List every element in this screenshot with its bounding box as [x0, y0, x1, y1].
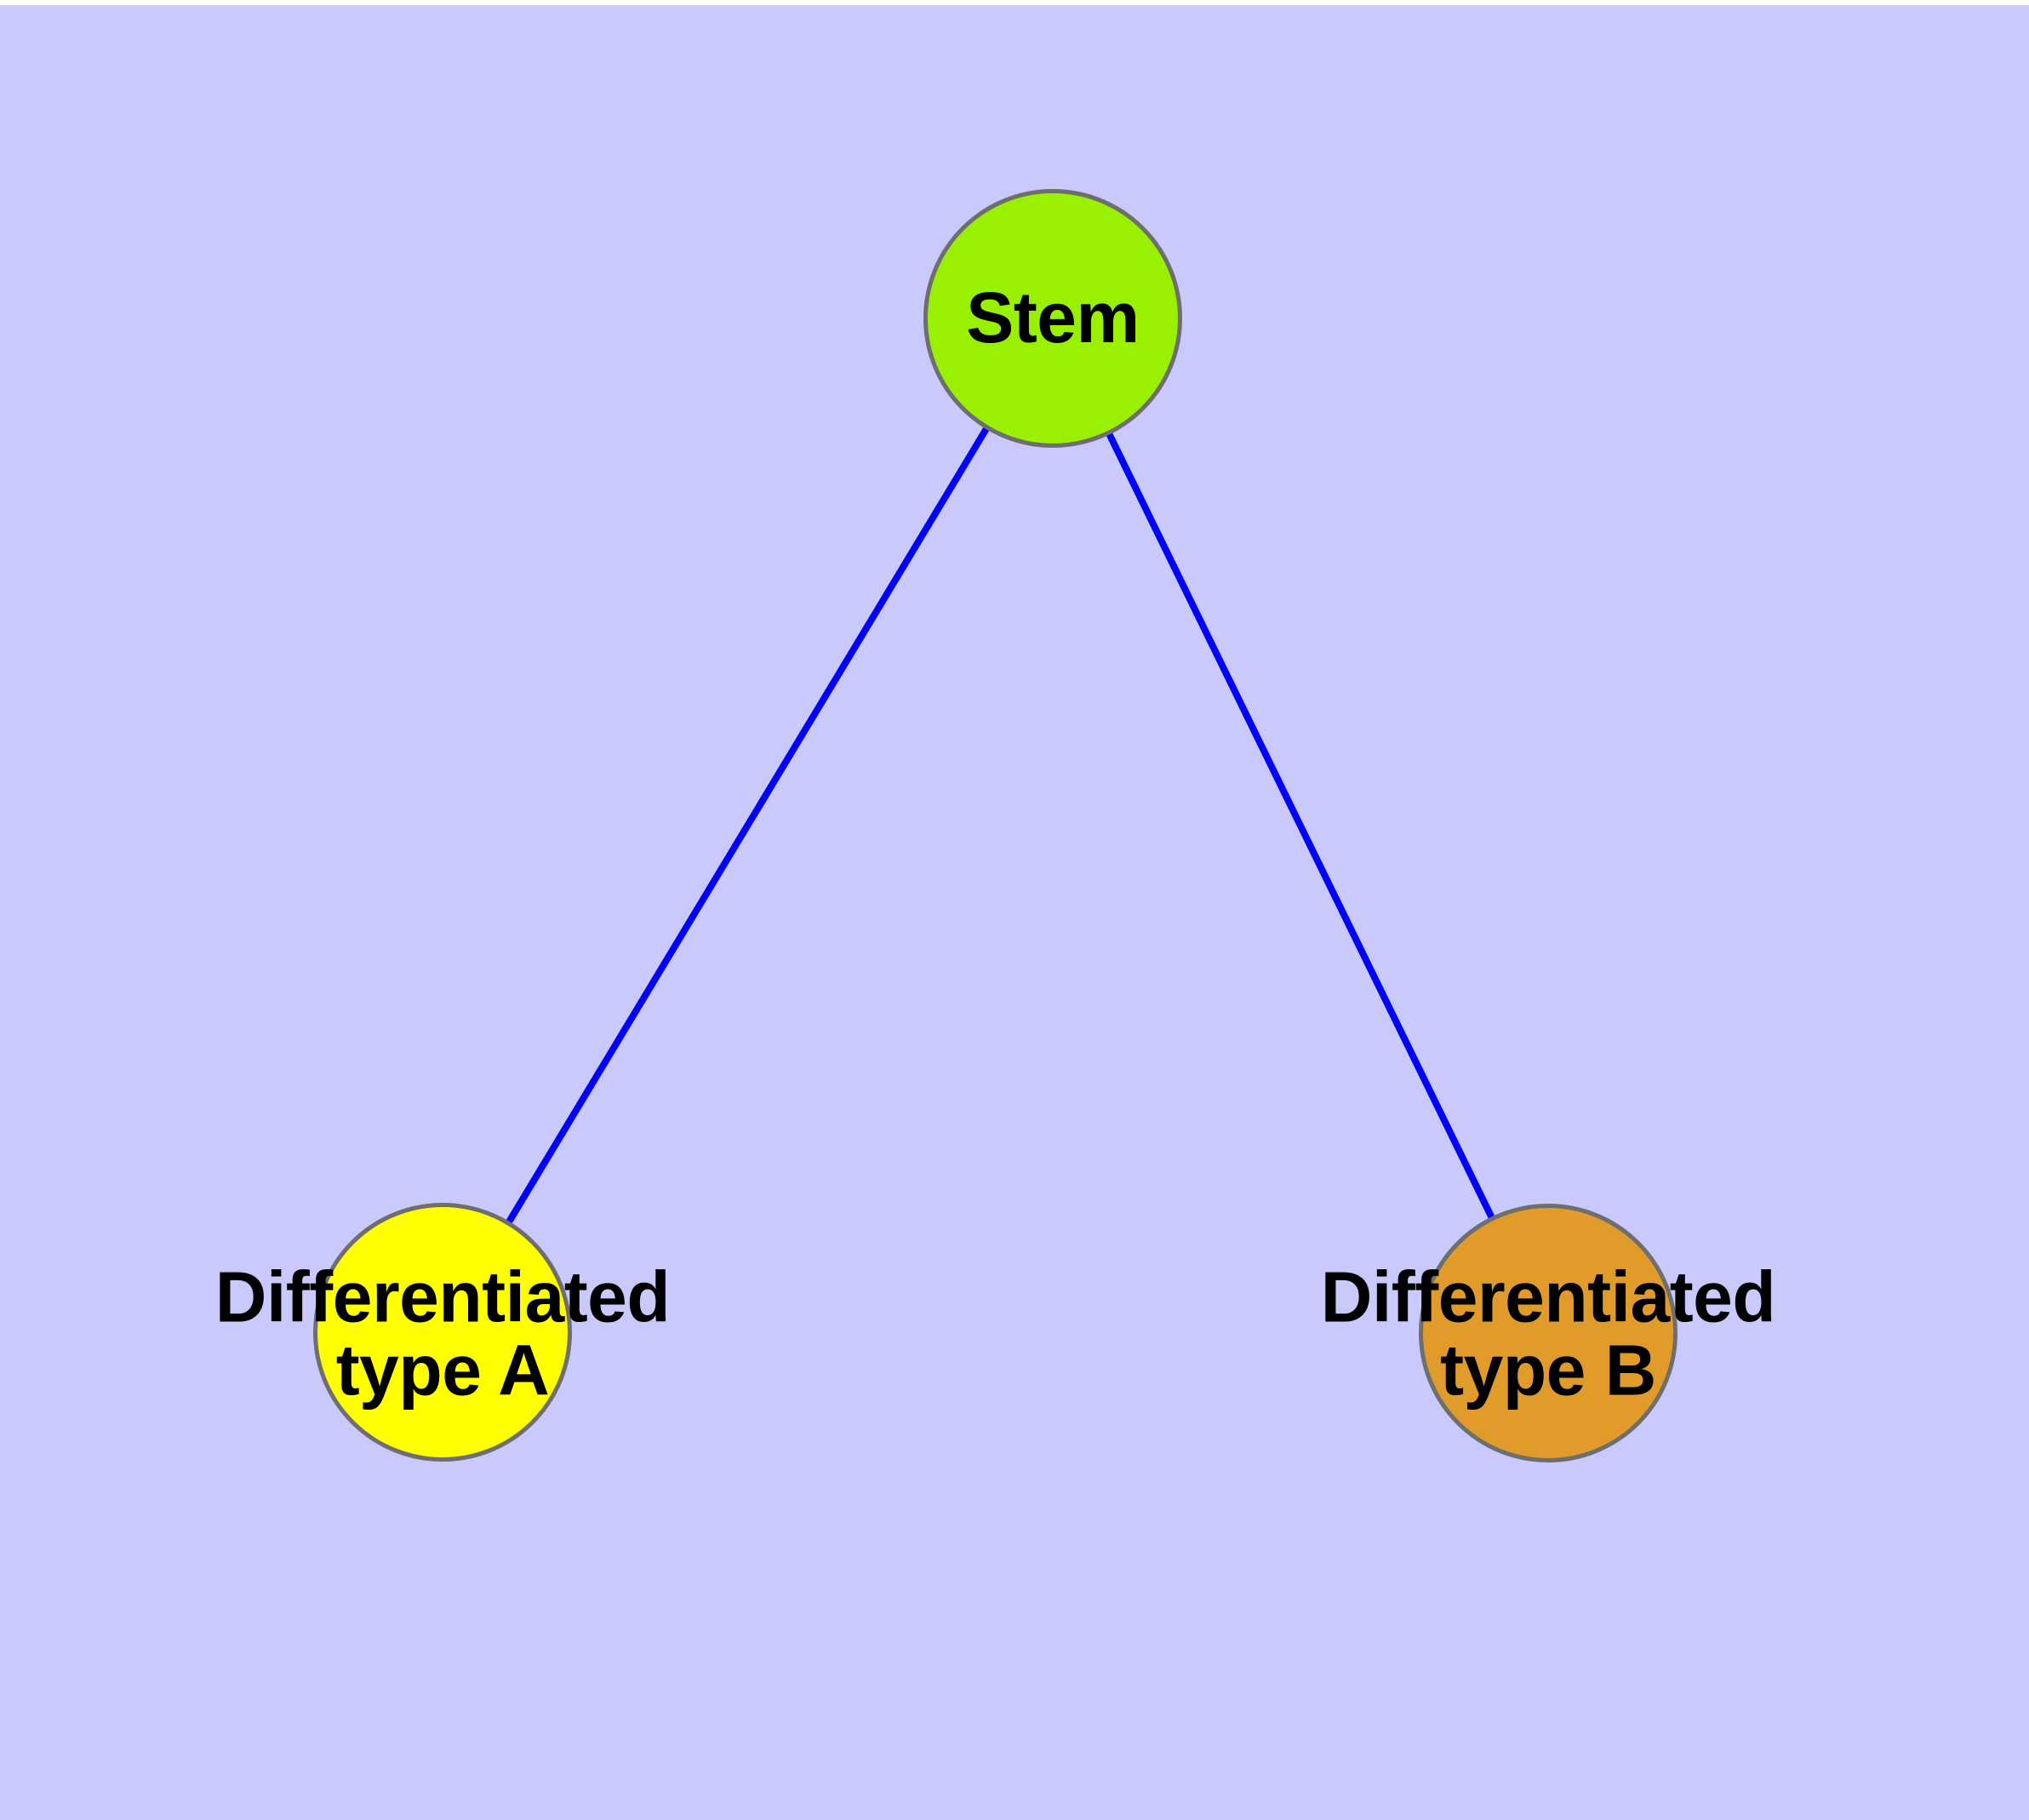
- edge-stem-to-differentiated-type-a: [439, 316, 1056, 1335]
- edge-stem-to-differentiated-type-b: [1049, 317, 1552, 1335]
- node-differentiated-type-a[interactable]: [313, 1203, 572, 1462]
- node-differentiated-type-b[interactable]: [1419, 1204, 1677, 1462]
- node-stem[interactable]: [923, 189, 1182, 448]
- node-layer: [313, 189, 1677, 1462]
- edge-layer: [439, 316, 1552, 1335]
